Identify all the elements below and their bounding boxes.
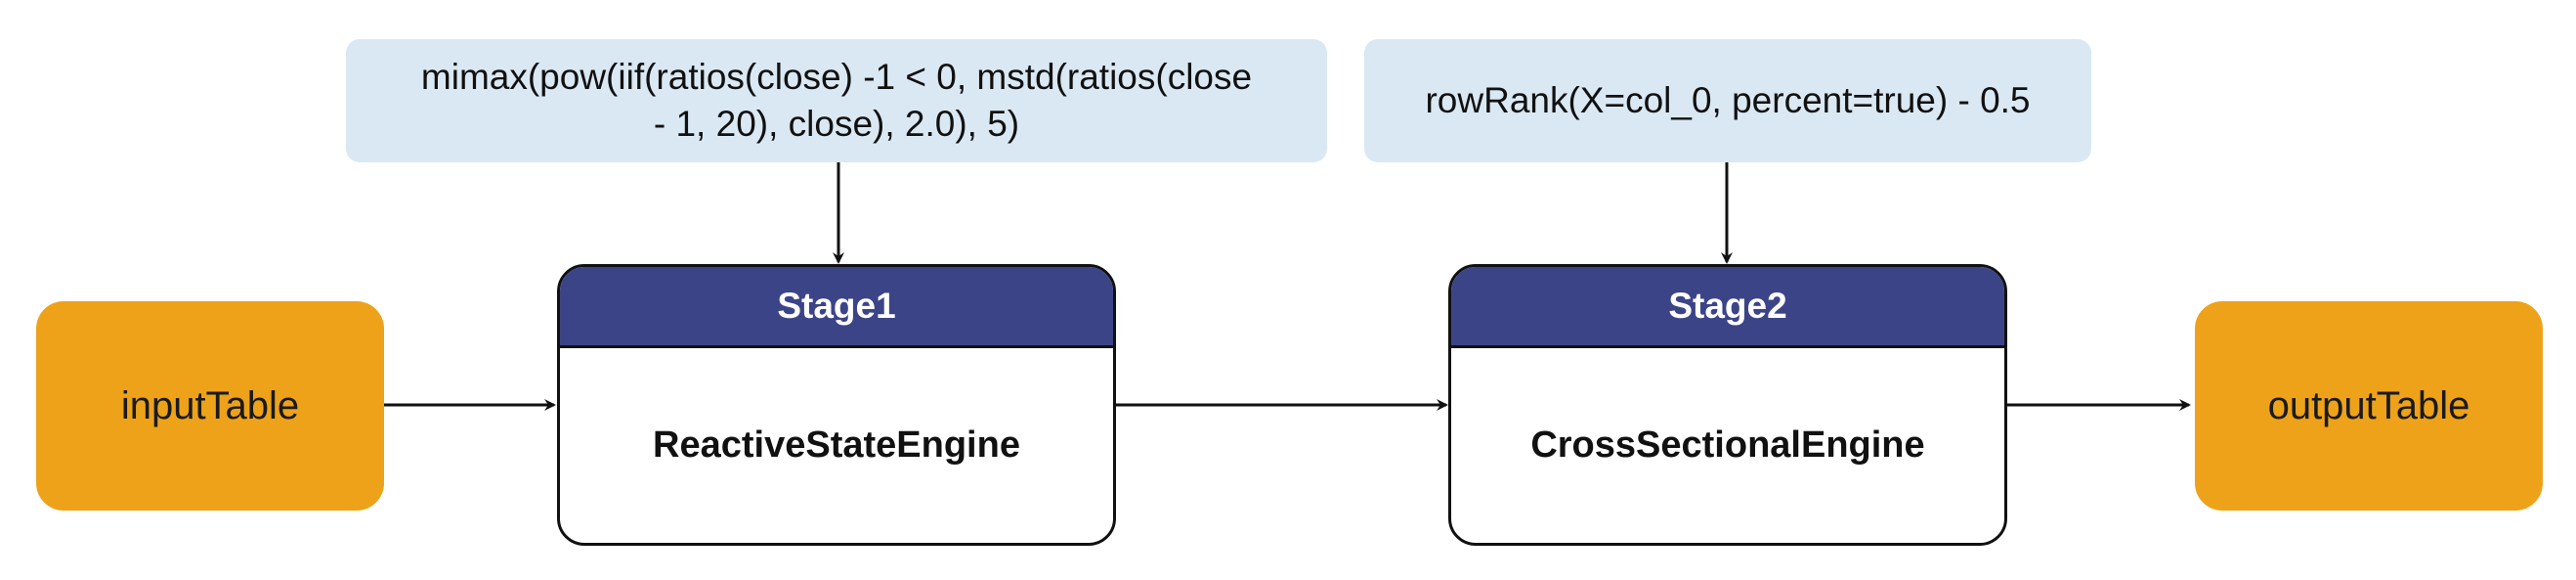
stage2-box: Stage2 CrossSectionalEngine xyxy=(1448,264,2007,546)
output-table-label: outputTable xyxy=(2267,383,2470,427)
stage1-formula-text: mimax(pow(iif(ratios(close) -1 < 0, mstd… xyxy=(421,54,1252,148)
stage1-formula-line1: mimax(pow(iif(ratios(close) -1 < 0, mstd… xyxy=(420,57,1253,97)
stage1-formula-box: mimax(pow(iif(ratios(close) -1 < 0, mstd… xyxy=(346,39,1327,162)
stage1-formula-line2: - 1, 20), close), 2.0), 5) xyxy=(653,104,1020,144)
output-table-node: outputTable xyxy=(2195,301,2543,511)
stage2-title: Stage2 xyxy=(1668,286,1787,326)
stage1-body: ReactiveStateEngine xyxy=(560,348,1113,543)
input-table-label: inputTable xyxy=(120,383,300,427)
stage2-formula-line1: rowRank(X=col_0, percent=true) - 0.5 xyxy=(1425,80,2031,120)
stage1-header: Stage1 xyxy=(560,267,1113,348)
stage2-formula-box: rowRank(X=col_0, percent=true) - 0.5 xyxy=(1364,39,2091,162)
stage2-header: Stage2 xyxy=(1451,267,2004,348)
input-table-node: inputTable xyxy=(36,301,384,511)
stage1-title: Stage1 xyxy=(777,286,896,326)
stage1-box: Stage1 ReactiveStateEngine xyxy=(557,264,1116,546)
stage2-engine-label: CrossSectionalEngine xyxy=(1530,424,1925,466)
stage2-formula-text: rowRank(X=col_0, percent=true) - 0.5 xyxy=(1425,77,2030,124)
stage2-body: CrossSectionalEngine xyxy=(1451,348,2004,543)
stage1-engine-label: ReactiveStateEngine xyxy=(653,424,1020,466)
